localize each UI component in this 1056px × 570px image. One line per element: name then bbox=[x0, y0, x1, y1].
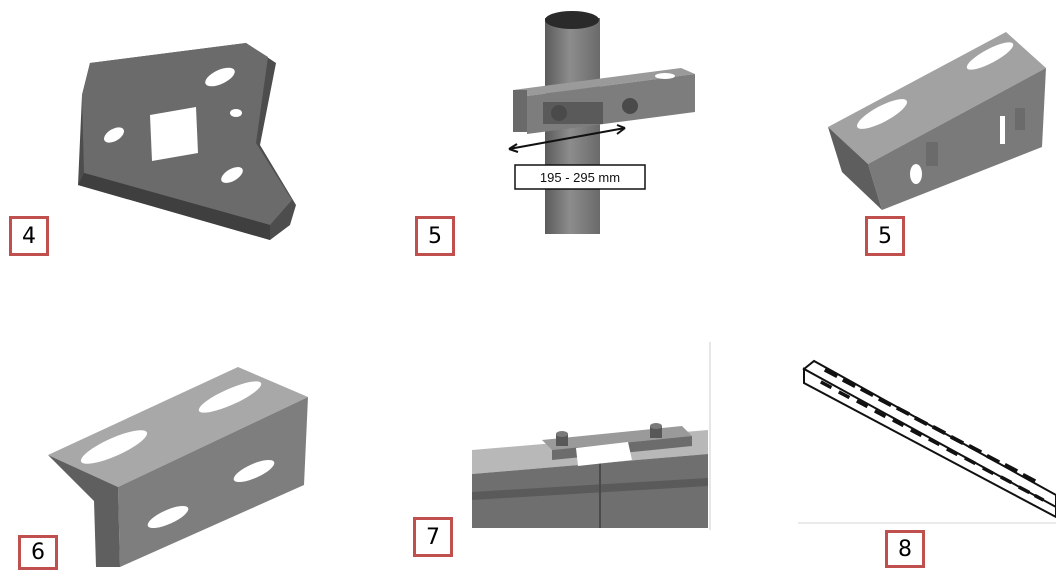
perforated-rail-illustration bbox=[798, 359, 1056, 524]
figure-label-text: 4 bbox=[22, 223, 36, 249]
figure-label-text: 8 bbox=[898, 536, 912, 562]
figure-label-badge: 8 bbox=[885, 530, 925, 568]
figure-label-text: 5 bbox=[878, 223, 892, 249]
figure-label-badge: 5 bbox=[415, 216, 455, 256]
panel-profile-splice bbox=[472, 342, 712, 532]
angle-bracket-bolts-illustration bbox=[828, 32, 1046, 210]
figure-label-text: 7 bbox=[426, 524, 440, 550]
figure-label-text: 6 bbox=[31, 540, 45, 565]
panel-perforated-rail bbox=[798, 355, 1056, 530]
angle-bracket-slotted-illustration bbox=[48, 367, 308, 567]
figure-label-badge: 4 bbox=[9, 216, 49, 256]
figure-label-text: 5 bbox=[428, 223, 442, 249]
panel-angle-bracket-bolts bbox=[820, 12, 1050, 212]
panel-square-hole-plate bbox=[70, 35, 310, 245]
dimension-label: 195 - 295 mm bbox=[540, 170, 620, 185]
figure-label-badge: 6 bbox=[18, 535, 58, 570]
panel-pole-clamp: 195 - 295 mm bbox=[495, 8, 715, 238]
profile-splice-illustration bbox=[472, 342, 711, 530]
panel-angle-bracket-slotted bbox=[38, 355, 318, 567]
figure-label-badge: 7 bbox=[413, 517, 453, 557]
figure-label-badge: 5 bbox=[865, 216, 905, 256]
pole-clamp-illustration: 195 - 295 mm bbox=[508, 11, 695, 234]
square-hole-plate-illustration bbox=[78, 43, 296, 240]
